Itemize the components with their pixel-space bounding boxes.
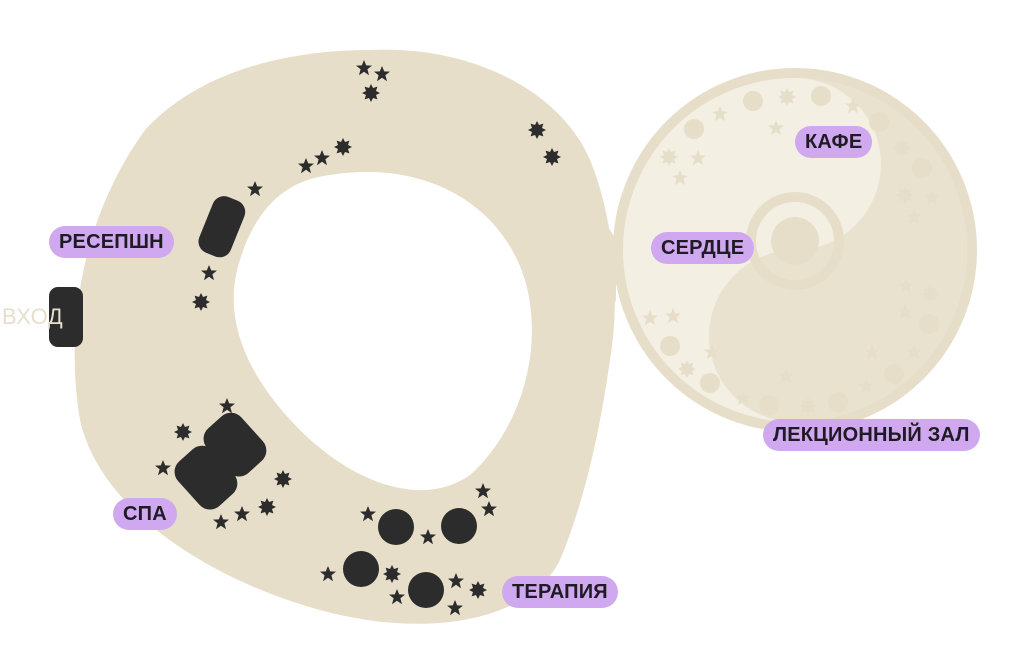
hall-stool bbox=[684, 119, 704, 139]
reception-desk bbox=[198, 196, 246, 258]
zone-label-lecture-hall[interactable]: ЛЕКЦИОННЫЙ ЗАЛ bbox=[763, 419, 980, 451]
burst-icon bbox=[192, 293, 210, 311]
burst-icon bbox=[921, 285, 939, 303]
burst-icon bbox=[543, 148, 561, 166]
zone-label-cafe[interactable]: КАФЕ bbox=[795, 126, 873, 158]
therapy-table bbox=[378, 509, 414, 545]
hall-stool bbox=[828, 392, 848, 412]
main-furniture bbox=[49, 60, 561, 616]
hall-seating bbox=[642, 86, 940, 415]
spa-bed bbox=[174, 445, 238, 510]
zone-label-reception[interactable]: РЕСЕПШН bbox=[49, 226, 174, 258]
zone-label-spa[interactable]: СПА bbox=[113, 498, 177, 530]
burst-icon bbox=[174, 423, 192, 441]
hall-stool bbox=[912, 158, 932, 178]
burst-icon bbox=[383, 565, 401, 583]
hall-stool bbox=[919, 314, 939, 334]
burst-icon bbox=[362, 84, 380, 102]
therapy-table bbox=[441, 508, 477, 544]
hall-stool bbox=[743, 91, 763, 111]
burst-icon bbox=[258, 498, 276, 516]
therapy-table bbox=[408, 572, 444, 608]
corridor bbox=[598, 215, 616, 324]
burst-icon bbox=[896, 186, 914, 204]
entrance-door bbox=[49, 287, 83, 347]
therapy-table bbox=[343, 551, 379, 587]
burst-icon bbox=[799, 397, 817, 415]
burst-icon bbox=[334, 138, 352, 156]
burst-icon bbox=[893, 139, 911, 157]
hall-stool bbox=[869, 112, 889, 132]
main-floor bbox=[74, 49, 615, 624]
burst-icon bbox=[274, 470, 292, 488]
zone-label-therapy[interactable]: ТЕРАПИЯ bbox=[502, 576, 618, 608]
zone-label-heart[interactable]: СЕРДЦЕ bbox=[651, 232, 755, 264]
hall-stool bbox=[660, 336, 680, 356]
hall-stool bbox=[700, 373, 720, 393]
hall-stool bbox=[884, 364, 904, 384]
burst-icon bbox=[660, 148, 678, 166]
hall-stool bbox=[759, 395, 779, 415]
heart-core bbox=[771, 217, 819, 265]
hall-stool bbox=[811, 86, 831, 106]
burst-icon bbox=[528, 121, 546, 139]
burst-icon bbox=[469, 581, 487, 599]
burst-icon bbox=[778, 88, 796, 106]
burst-icon bbox=[678, 360, 696, 378]
